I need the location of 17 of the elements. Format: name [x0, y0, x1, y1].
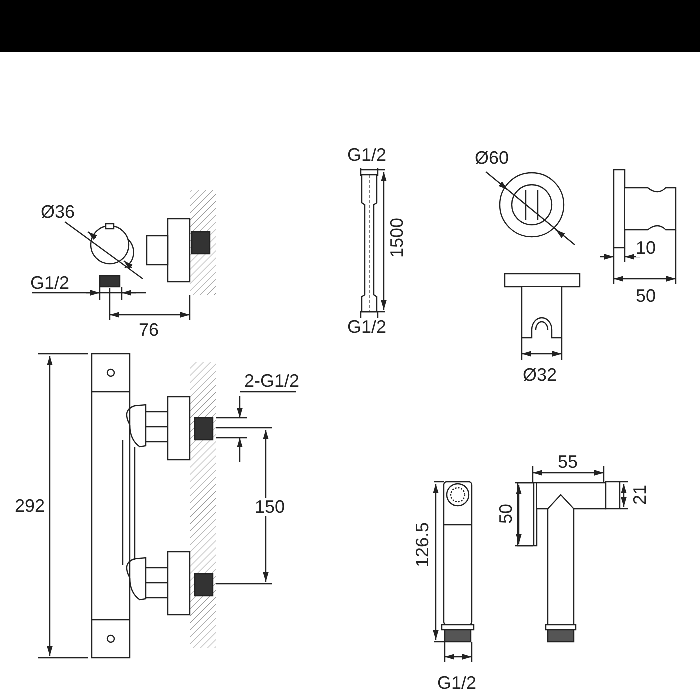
dimension-label: 10 [636, 239, 656, 257]
dimension-label: 50 [636, 287, 656, 305]
dimension-label: 292 [15, 497, 46, 515]
dimension-label: Ø36 [41, 203, 76, 221]
dimension-label: 76 [139, 321, 160, 339]
dimension-label: 1500 [388, 218, 406, 258]
dimension-label: Ø60 [475, 149, 510, 167]
dimension-label: 150 [255, 498, 286, 516]
dimension-label: 55 [558, 453, 578, 471]
dimension-label: 2-G1/2 [244, 372, 300, 390]
dimension-label: G1/2 [348, 318, 387, 336]
dimension-label: G1/2 [30, 274, 70, 292]
dimension-label: G1/2 [438, 674, 477, 692]
dimension-label: 50 [497, 504, 516, 524]
dimension-label: 126.5 [413, 522, 432, 568]
dimension-label: Ø32 [523, 366, 558, 384]
dimension-label: G1/2 [348, 146, 387, 164]
